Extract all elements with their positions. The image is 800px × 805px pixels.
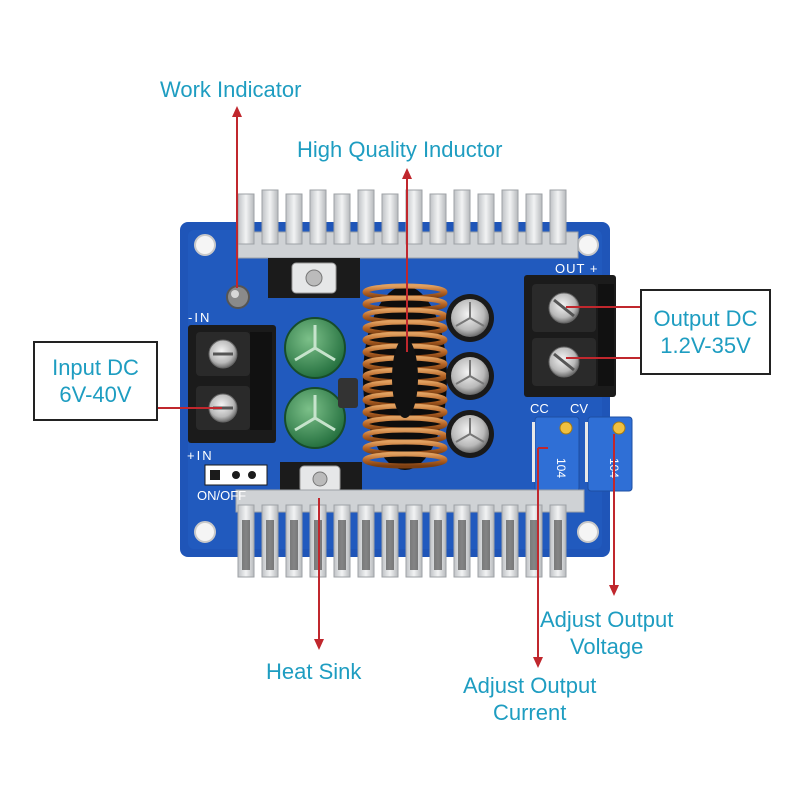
adjust-current-pointer: [533, 447, 548, 668]
top-heat-sink-fin: [405, 189, 423, 245]
toroid-inductor: [362, 283, 448, 470]
cc-label: CC: [530, 401, 549, 416]
heat-sink-label: Heat Sink: [266, 659, 362, 684]
output-dc-range: 1.2V-35V: [660, 333, 751, 358]
work-indicator-label: Work Indicator: [160, 77, 302, 102]
cv-label: CV: [570, 401, 588, 416]
input-terminal-block: [188, 325, 276, 443]
pointer-lines: [155, 106, 642, 668]
inductor-core: [392, 338, 418, 418]
work-indicator-pointer: [232, 106, 242, 288]
bottom-heat-sink-slot: [506, 520, 514, 570]
minus-in-label: -IN: [188, 310, 211, 325]
inductor-label: High Quality Inductor: [297, 137, 503, 162]
mounting-holes: [194, 234, 599, 543]
top-heat-sink-fin: [285, 193, 303, 245]
bottom-heat-sink-slot: [482, 520, 490, 570]
bottom-heat-sink-slot: [242, 520, 250, 570]
bottom-heat-sink-slot: [362, 520, 370, 570]
bottom-heat-sink-slot: [554, 520, 562, 570]
bottom-heat-sink-slot: [458, 520, 466, 570]
output-dc-pointer: [566, 306, 642, 359]
out-label: OUT +: [555, 261, 598, 276]
adjust-current-line1: Adjust Output: [463, 673, 597, 698]
bottom-heat-sink-slot: [410, 520, 418, 570]
inductor-pointer: [402, 168, 412, 352]
adjust-voltage-label: Adjust Output Voltage: [540, 606, 673, 660]
input-dc-range: 6V-40V: [59, 382, 132, 407]
adjust-voltage-pointer: [609, 434, 619, 596]
on-off-header: [204, 464, 268, 486]
top-heat-sink-fin: [477, 193, 495, 245]
bottom-heat-sink-slot: [530, 520, 538, 570]
heat-sink-pointer: [314, 498, 324, 650]
bottom-heat-sink-slot: [386, 520, 394, 570]
top-heat-sink-fin: [525, 193, 543, 245]
work-indicator-led: [226, 285, 250, 309]
adjust-current-line2: Current: [492, 700, 567, 725]
input-dc-box: Input DC 6V-40V: [33, 341, 158, 421]
bottom-heat-sink: [235, 489, 585, 578]
top-heat-sink-fin: [333, 193, 351, 245]
top-mosfet: [268, 258, 360, 298]
input-capacitors: [284, 317, 346, 449]
top-heat-sink-fin: [453, 189, 471, 245]
diode: [338, 378, 358, 408]
output-capacitors: [446, 294, 494, 458]
top-heat-sink-fin: [549, 189, 567, 245]
adjust-voltage-line1: Adjust Output: [540, 607, 674, 632]
silkscreen-labels: -IN +IN ON/OFF OUT + CC CV: [187, 261, 598, 503]
plus-in-label: +IN: [187, 448, 214, 463]
adjust-voltage-line2: Voltage: [569, 634, 644, 659]
top-heat-sink-fin: [237, 193, 255, 245]
bottom-heat-sink-slot: [290, 520, 298, 570]
bottom-heat-sink-slot: [266, 520, 274, 570]
cc-pot-code: 104: [554, 458, 568, 478]
top-heat-sink-fin: [309, 189, 327, 245]
adjust-current-label: Adjust Output Current: [463, 672, 596, 726]
output-dc-box: Output DC 1.2V-35V: [640, 289, 771, 375]
top-heat-sink-fin: [429, 193, 447, 245]
output-dc-title: Output DC: [653, 306, 758, 331]
top-heat-sink-fin: [261, 189, 279, 245]
input-dc-title: Input DC: [52, 355, 139, 380]
top-heat-sink-fin: [357, 189, 375, 245]
top-heat-sink-fin: [381, 193, 399, 245]
trimmer-potentiometers: [532, 416, 633, 492]
bottom-heat-sink-slot: [434, 520, 442, 570]
top-heat-sink-fin: [501, 189, 519, 245]
output-terminal-block: [524, 275, 616, 397]
on-off-label: ON/OFF: [197, 488, 246, 503]
inductor-winding: [362, 451, 448, 469]
bottom-heat-sink-slot: [338, 520, 346, 570]
